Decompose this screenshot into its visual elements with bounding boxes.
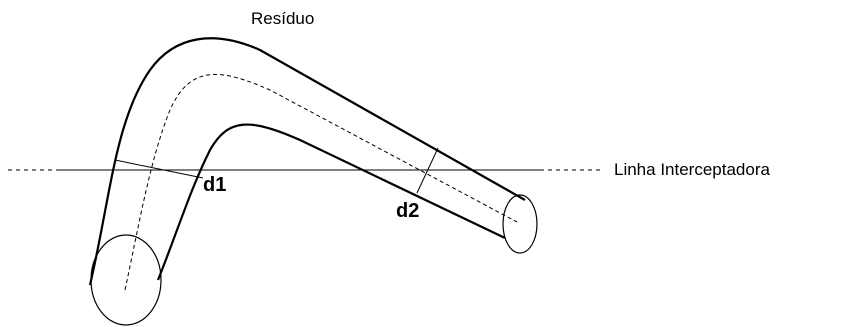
d1-label: d1	[203, 174, 227, 196]
residue-outer-contour	[88, 37, 526, 286]
d2-label: d2	[396, 200, 420, 222]
width-measure-d1	[114, 159, 204, 179]
intercept-line-label: Linha Interceptadora	[614, 160, 770, 179]
width-measure-d2	[416, 147, 439, 194]
residue-label: Resíduo	[251, 9, 315, 28]
residue-inner-contour	[156, 123, 506, 281]
residue-centerline	[124, 73, 518, 291]
residue-end-ellipse-left	[90, 234, 162, 326]
residue-end-ellipse-right	[502, 194, 538, 254]
